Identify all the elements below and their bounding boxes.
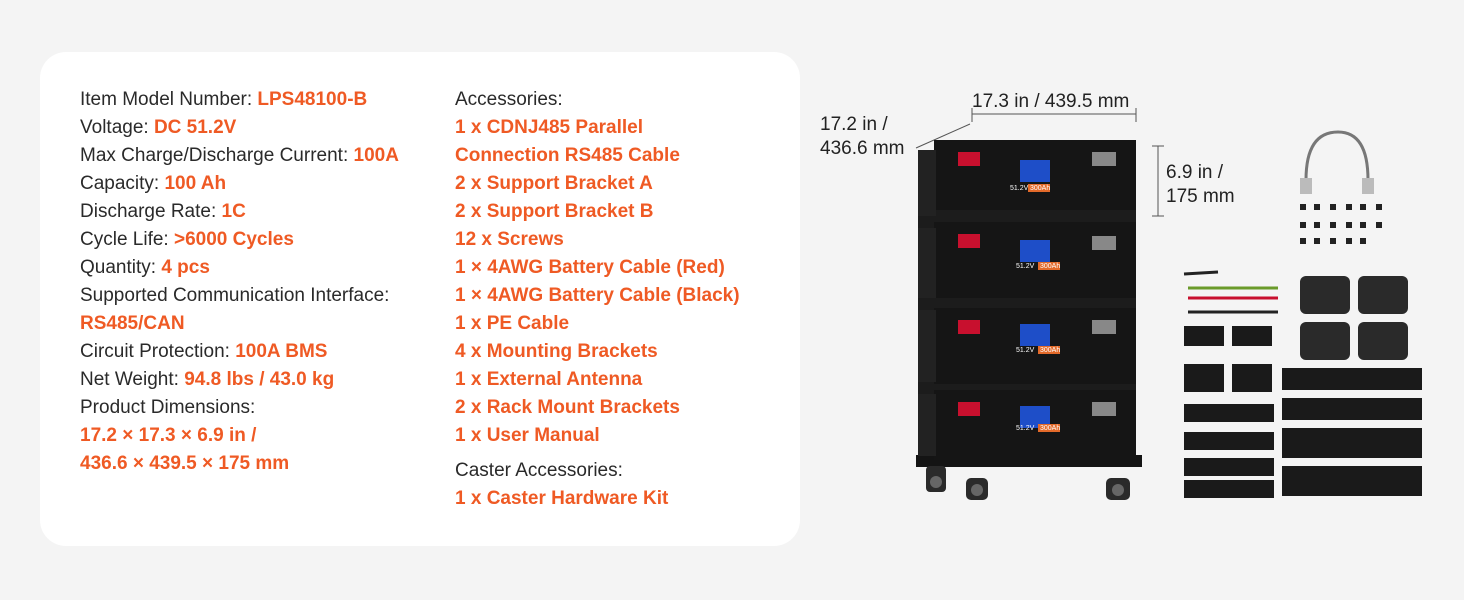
accessory-item: 2 x Support Bracket B xyxy=(455,201,654,222)
accessory-item: 4 x Mounting Brackets xyxy=(455,341,658,362)
caster-accessories-title: Caster Accessories: xyxy=(455,460,623,481)
accessory-item: 1 x PE Cable xyxy=(455,313,570,334)
module-voltage-label: 51.2V xyxy=(1010,185,1029,192)
accessory-item: 12 x Screws xyxy=(455,229,564,250)
battery-module xyxy=(918,222,1136,298)
module-voltage-label: 51.2V xyxy=(1016,425,1035,432)
spec-model: Item Model Number: LPS48100-B xyxy=(80,89,368,110)
height-label: 6.9 in / 175 mm xyxy=(1166,162,1235,207)
spec-dimensions: Product Dimensions: xyxy=(80,397,256,418)
spec-current: Max Charge/Discharge Current: 100A xyxy=(80,145,399,166)
accessory-item: 1 × 4AWG Battery Cable (Red) xyxy=(455,257,725,278)
module-capacity-label: 300Ah xyxy=(1040,263,1060,270)
accessories-illustration xyxy=(1183,130,1422,498)
spec-capacity: Capacity: 100 Ah xyxy=(80,173,227,194)
accessory-item: 1 x CDNJ485 Parallel xyxy=(455,117,644,138)
accessory-item: 1 × 4AWG Battery Cable (Black) xyxy=(455,285,740,306)
spec-dimensions-in: 17.2 × 17.3 × 6.9 in / xyxy=(80,425,257,446)
spec-communication-value: RS485/CAN xyxy=(80,313,185,334)
spec-circuit-protection: Circuit Protection: 100A BMS xyxy=(80,341,328,362)
spec-card xyxy=(40,52,800,546)
spec-list: Item Model Number: LPS48100-B Voltage: D… xyxy=(80,86,440,478)
accessories-title: Accessories: xyxy=(455,89,563,110)
spec-dimensions-mm: 436.6 × 439.5 × 175 mm xyxy=(80,453,290,474)
accessory-item: 1 x User Manual xyxy=(455,425,600,446)
spec-discharge-rate: Discharge Rate: 1C xyxy=(80,201,246,222)
battery-module xyxy=(918,308,1136,384)
battery-module xyxy=(918,390,1136,460)
accessory-item: 2 x Rack Mount Brackets xyxy=(455,397,680,418)
battery-module xyxy=(918,140,1136,216)
spec-net-weight: Net Weight: 94.8 lbs / 43.0 kg xyxy=(80,369,335,390)
spec-communication: Supported Communication Interface: xyxy=(80,285,390,306)
module-capacity-label: 300Ah xyxy=(1040,425,1060,432)
spec-quantity: Quantity: 4 pcs xyxy=(80,257,210,278)
module-voltage-label: 51.2V xyxy=(1016,263,1035,270)
module-voltage-label: 51.2V xyxy=(1016,347,1035,354)
accessory-item: Connection RS485 Cable xyxy=(455,145,680,166)
accessory-item: 1 x External Antenna xyxy=(455,369,643,390)
accessories-list: Accessories: 1 x CDNJ485 Parallel Connec… xyxy=(455,86,795,513)
module-capacity-label: 300Ah xyxy=(1030,185,1050,192)
spec-voltage: Voltage: DC 51.2V xyxy=(80,117,237,138)
spec-cycle-life: Cycle Life: >6000 Cycles xyxy=(80,229,294,250)
depth-label: 17.2 in / 436.6 mm xyxy=(820,114,905,159)
accessory-item: 2 x Support Bracket A xyxy=(455,173,653,194)
caster-accessory-item: 1 x Caster Hardware Kit xyxy=(455,488,669,509)
width-label: 17.3 in / 439.5 mm xyxy=(972,91,1130,112)
module-capacity-label: 300Ah xyxy=(1040,347,1060,354)
